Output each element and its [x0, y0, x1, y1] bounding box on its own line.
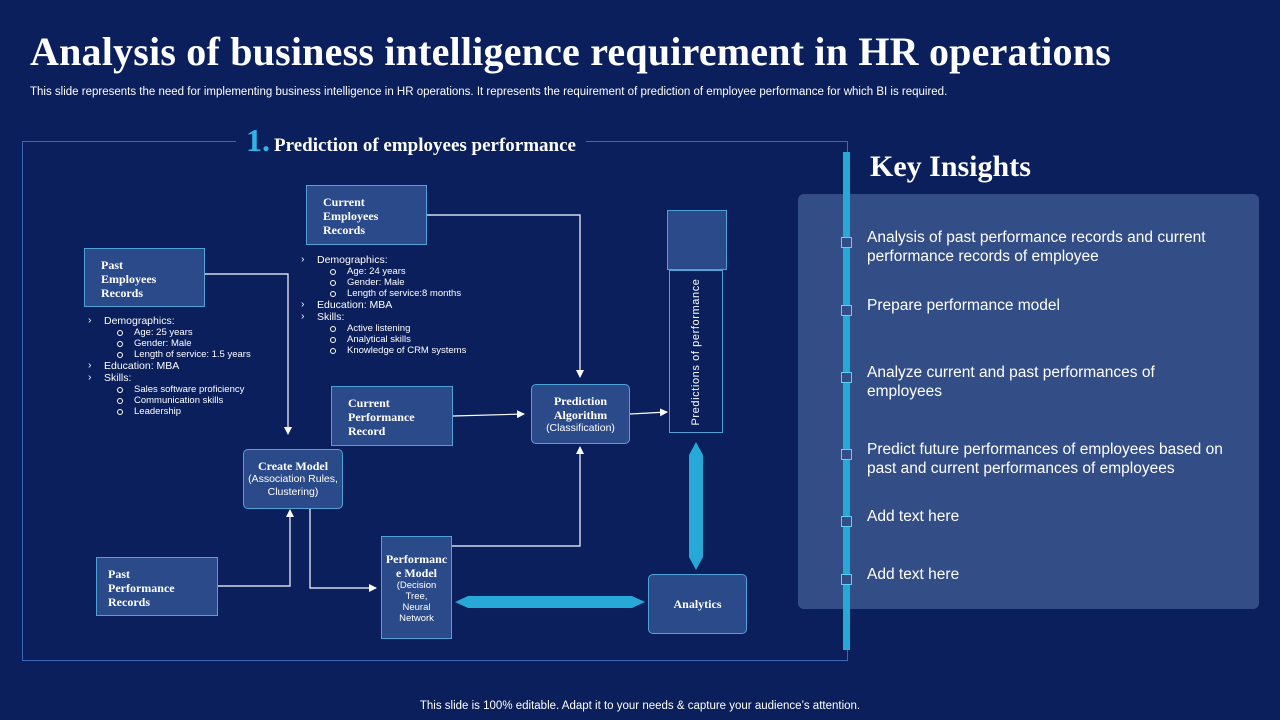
prediction-algorithm-sub: (Classification)	[546, 421, 615, 434]
connector-past-records-to-create-model	[205, 273, 292, 435]
insight-marker	[841, 449, 852, 460]
insight-text: Add text here	[867, 508, 960, 525]
prediction-algorithm-box: Prediction Algorithm (Classification)	[531, 384, 630, 444]
connector-create-model-to-performance-model	[309, 508, 377, 592]
current-demographic-item: Gender: Male	[330, 277, 499, 288]
past-performance-records-box: Past Performance Records	[96, 557, 218, 616]
past-skill-item: Communication skills	[117, 395, 286, 406]
insight-text: Analysis of past performance records and…	[867, 229, 1206, 265]
insight-marker	[841, 574, 852, 585]
past-employees-records-label: Past Employees Records	[101, 258, 157, 300]
past-performance-records-label: Past Performance Records	[108, 567, 175, 609]
predictions-header-box	[667, 210, 727, 270]
current-employees-details: Demographics: Age: 24 years Gender: Male…	[299, 253, 499, 356]
connector-current-performance-to-prediction	[452, 410, 525, 419]
insight-marker	[841, 516, 852, 527]
current-education: Education: MBA	[299, 298, 499, 311]
past-skills-label: Skills:	[86, 371, 286, 384]
current-employees-records-box: Current Employees Records	[306, 185, 427, 245]
insight-marker	[841, 305, 852, 316]
insight-text: Predict future performances of employees…	[867, 441, 1223, 477]
current-skill-item: Analytical skills	[330, 334, 499, 345]
insights-timeline-bar	[843, 152, 850, 650]
double-arrow-vertical	[689, 442, 703, 570]
current-demographics-label: Demographics:	[299, 253, 499, 266]
past-demographic-item: Age: 25 years	[117, 327, 286, 338]
past-skill-item: Sales software proficiency	[117, 384, 286, 395]
past-skill-item: Leadership	[117, 406, 286, 417]
connector-prediction-to-results	[629, 408, 668, 417]
create-model-sub: (Association Rules, Clustering)	[248, 473, 338, 498]
performance-model-box: Performanc e Model (Decision Tree, Neura…	[381, 536, 452, 639]
section-heading: 1. Prediction of employees performance	[236, 122, 586, 159]
current-skill-item: Active listening	[330, 323, 499, 334]
key-insights-title: Key Insights	[870, 150, 1031, 183]
past-employees-records-box: Past Employees Records	[84, 248, 205, 307]
section-title: Prediction of employees performance	[274, 135, 576, 156]
past-education: Education: MBA	[86, 359, 286, 372]
insight-marker	[841, 372, 852, 383]
analytics-box: Analytics	[648, 574, 747, 634]
connector-past-performance-to-create-model	[218, 509, 294, 587]
current-demographic-item: Age: 24 years	[330, 266, 499, 277]
analytics-label: Analytics	[673, 597, 722, 611]
key-insights-panel	[798, 194, 1259, 609]
insight-text: Analyze current and past performances of…	[867, 364, 1155, 400]
past-demographic-item: Length of service: 1.5 years	[117, 349, 286, 360]
insight-text: Add text here	[867, 566, 960, 583]
performance-model-label: Performanc e Model	[385, 551, 448, 580]
slide-title: Analysis of business intelligence requir…	[30, 29, 1111, 74]
slide-subtitle: This slide represents the need for imple…	[30, 86, 948, 98]
create-model-label: Create Model	[257, 459, 329, 473]
predictions-of-performance-box: Predictions of performance	[669, 270, 723, 433]
section-number: 1.	[246, 122, 270, 158]
performance-model-sub: (Decision Tree, Neural Network	[396, 579, 437, 624]
predictions-of-performance-label: Predictions of performance	[690, 277, 702, 426]
past-demographic-item: Gender: Male	[117, 338, 286, 349]
current-skill-item: Knowledge of CRM systems	[330, 345, 499, 356]
insight-marker	[841, 237, 852, 248]
insight-text: Prepare performance model	[867, 297, 1060, 314]
current-skills-label: Skills:	[299, 310, 499, 323]
slide-footer: This slide is 100% editable. Adapt it to…	[419, 700, 861, 712]
current-employees-records-label: Current Employees Records	[323, 195, 379, 237]
connector-current-records-to-prediction	[427, 214, 584, 378]
past-employees-details: Demographics: Age: 25 years Gender: Male…	[86, 314, 286, 417]
past-demographics-label: Demographics:	[86, 314, 286, 327]
current-demographic-item: Length of service:8 months	[330, 288, 499, 299]
double-arrow-horizontal	[455, 596, 645, 608]
current-performance-record-box: Current Performance Record	[331, 386, 453, 446]
connector-performance-model-to-prediction	[452, 446, 584, 547]
prediction-algorithm-label: Prediction Algorithm	[553, 393, 608, 422]
current-performance-record-label: Current Performance Record	[348, 396, 415, 438]
create-model-box: Create Model (Association Rules, Cluster…	[243, 449, 343, 509]
